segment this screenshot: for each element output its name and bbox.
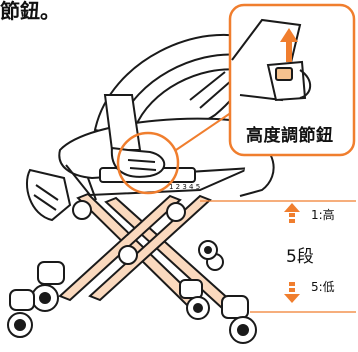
callout-leader	[175, 107, 239, 151]
knob-highlight	[116, 131, 180, 195]
level-low-label: 5:低	[311, 280, 335, 294]
callout-label: 高度調節鈕	[246, 126, 334, 146]
arrow-up-icon	[284, 203, 300, 223]
hand-icon	[103, 94, 166, 178]
level-count-label: 5段	[286, 247, 314, 267]
arrow-up-icon	[280, 28, 298, 62]
level-high-label: 1:高	[311, 208, 335, 222]
wheels	[7, 240, 257, 344]
height-scale-numbers: 1 2 3 4 5	[169, 183, 200, 191]
instruction-text-fragment: 節鈕。	[0, 0, 60, 23]
leg-joints	[72, 200, 224, 271]
arrow-down-icon	[284, 282, 300, 303]
